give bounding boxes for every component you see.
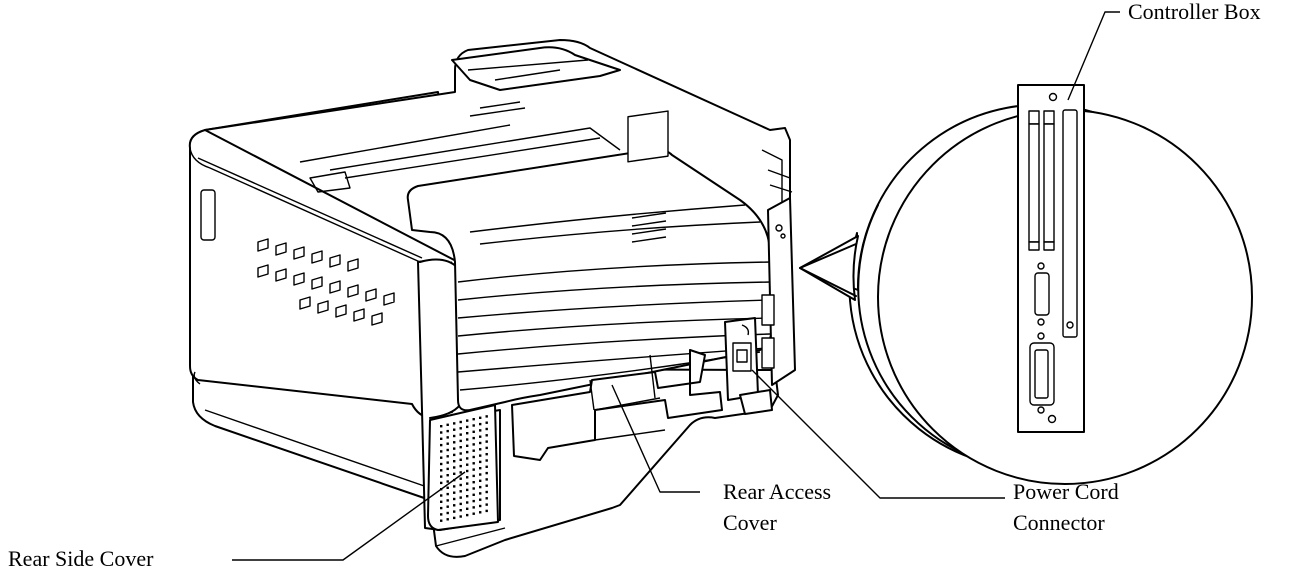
- printer-illustration: [188, 39, 796, 558]
- leader-rear-access-cover: [611, 384, 700, 493]
- leader-controller-box: [1067, 11, 1120, 101]
- controller-box-callout: [799, 84, 1253, 485]
- label-rear-access-cover-line2: Cover: [723, 510, 777, 535]
- rear-access-cover: [511, 349, 723, 461]
- power-cord-connector: [724, 317, 773, 415]
- rear-door-ribs: [457, 204, 771, 391]
- label-controller-box: Controller Box: [1128, 0, 1261, 24]
- controller-box-panel: [1017, 84, 1085, 433]
- leader-power-cord-connector: [751, 369, 1005, 499]
- output-tray: [451, 46, 621, 91]
- label-rear-side-cover: Rear Side Cover: [8, 546, 154, 571]
- label-rear-access-cover-line1: Rear Access: [723, 479, 831, 504]
- side-vents: [257, 238, 395, 326]
- label-power-cord-connector-line1: Power Cord: [1013, 479, 1119, 504]
- leader-lines: [232, 11, 1120, 561]
- label-power-cord-connector-line2: Connector: [1013, 510, 1105, 535]
- leader-rear-side-cover: [232, 471, 466, 561]
